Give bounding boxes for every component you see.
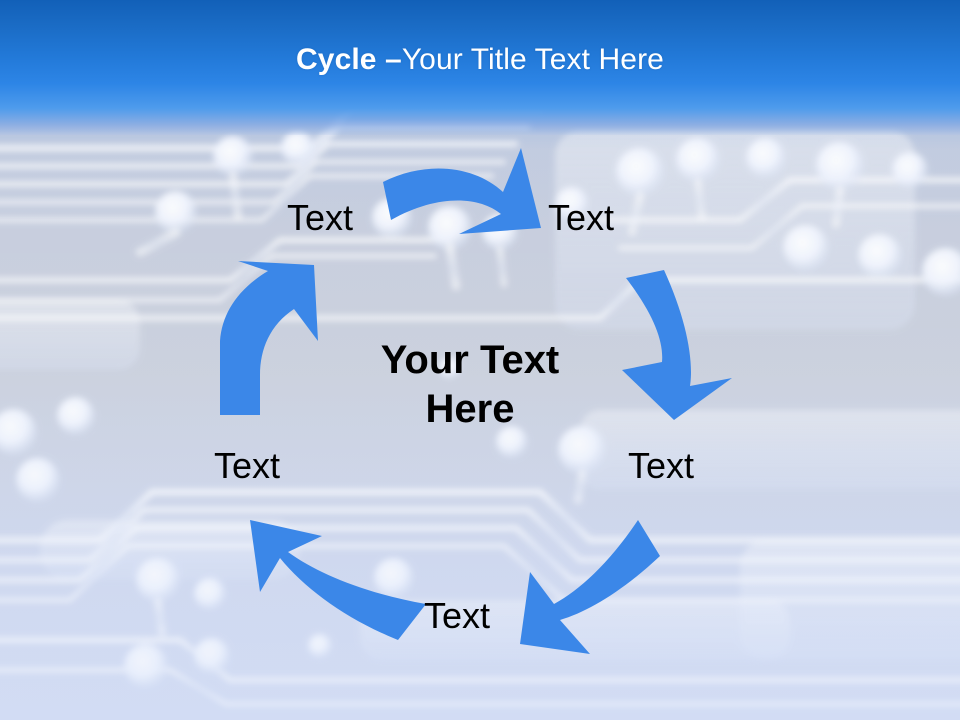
cycle-arrow-up-left[interactable] — [248, 510, 428, 645]
cycle-node-label-right[interactable]: Text — [628, 445, 695, 486]
cycle-arrow-down[interactable] — [612, 268, 747, 423]
cycle-arrow-down-left[interactable] — [498, 512, 663, 662]
circuit-solder-pads — [0, 131, 960, 688]
title-bold-part: Cycle – — [296, 43, 402, 76]
title-band — [0, 0, 960, 135]
cycle-node-label-top-left[interactable]: Text — [287, 197, 354, 238]
title-regular-part: Your Title Text Here — [401, 43, 664, 76]
circuit-pad-tails — [135, 172, 844, 636]
cycle-arrow-right[interactable] — [375, 140, 545, 255]
page-title: Cycle – Your Title Text Here — [0, 0, 960, 120]
cycle-node-label-left[interactable]: Text — [214, 445, 281, 486]
cycle-center-label[interactable]: Your Text Here — [380, 338, 560, 431]
cycle-node-label-top-right[interactable]: Text — [548, 197, 615, 238]
cycle-arrow-up-right[interactable] — [208, 261, 333, 418]
cycle-node-label-bottom[interactable]: Text — [424, 595, 491, 636]
